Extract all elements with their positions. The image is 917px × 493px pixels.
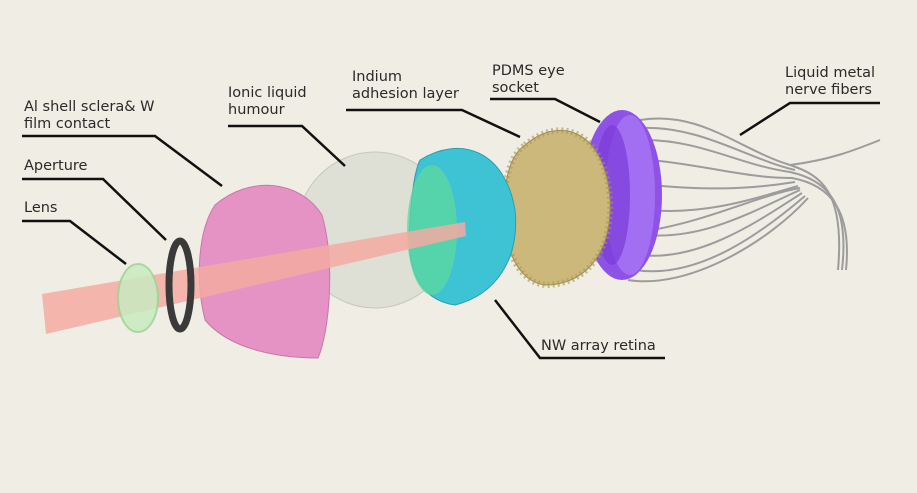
label-liquid-metal: Liquid metal nerve fibers [785,65,875,98]
indium-adhesion-layer [500,127,614,289]
label-indium: Indium adhesion layer [352,69,459,102]
lens-element [117,263,159,333]
aperture-ring [165,237,195,333]
leader-lines [22,97,880,360]
label-nw-retina: NW array retina [541,338,656,354]
liquid-metal-fibers [627,117,881,283]
label-ionic-liquid: Ionic liquid humour [228,85,307,118]
label-al-shell: Al shell sclera& W film contact [24,99,155,132]
label-aperture: Aperture [24,158,88,174]
label-pdms: PDMS eye socket [492,63,565,96]
label-lens: Lens [24,200,58,216]
